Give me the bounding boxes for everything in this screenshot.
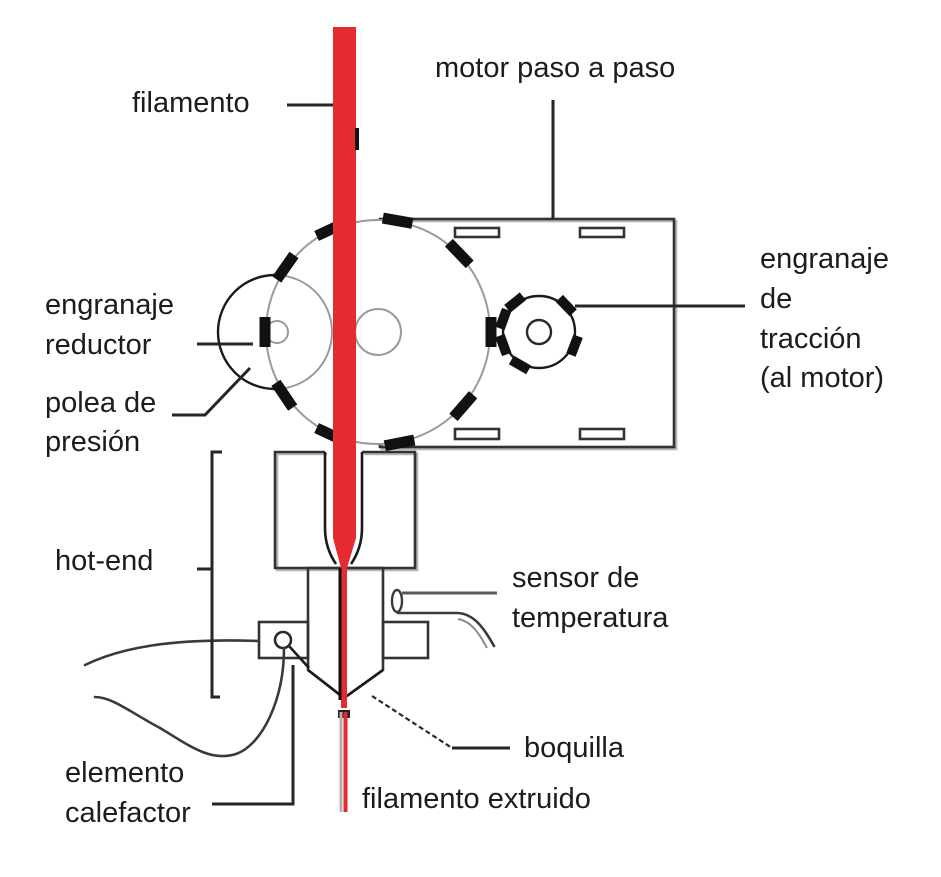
label-hot-end: hot-end <box>55 545 153 577</box>
heater-link <box>288 645 310 669</box>
gear-tooth <box>508 355 532 375</box>
leader-heating-element <box>212 665 295 806</box>
motor-slot <box>578 427 626 441</box>
label-nozzle: boquilla <box>524 732 625 764</box>
sensor-bulb <box>390 588 404 614</box>
gear-tooth <box>566 334 583 357</box>
gear-tooth <box>555 294 577 317</box>
label-pressure-pulley-line1: polea de <box>45 387 156 419</box>
gear-tooth <box>381 212 414 229</box>
drive-gear <box>495 292 583 375</box>
motor-slot <box>453 226 501 239</box>
leader-pressure-pulley <box>172 366 252 417</box>
temperature-sensor <box>390 588 497 649</box>
gear-tooth <box>485 317 497 347</box>
label-drive-gear-line3: tracción <box>760 323 862 355</box>
sensor-cable-inner <box>457 618 488 649</box>
label-reduction-gear-line2: reductor <box>45 329 152 361</box>
filament-marker <box>355 128 359 150</box>
filament-channel-right <box>349 452 364 565</box>
hot-end-bracket <box>210 450 222 699</box>
filament-channel-left <box>323 452 338 565</box>
gear-tooth <box>449 391 478 422</box>
motor-slot <box>578 226 626 239</box>
heater-wire-1 <box>83 639 261 667</box>
gear-tooth <box>271 379 298 411</box>
label-temperature-sensor-line1: sensor de <box>512 562 639 594</box>
gear-tooth <box>495 333 512 357</box>
reduction-gear <box>259 212 497 452</box>
drive-gear-rim <box>501 294 577 370</box>
heater-wire-2 <box>93 646 286 758</box>
label-drive-gear-line1: engranaje <box>760 243 889 275</box>
drive-gear-hub <box>525 318 553 346</box>
label-filament: filamento <box>132 87 250 119</box>
label-extruded-filament: filamento extruido <box>362 783 591 815</box>
sensor-cable <box>396 611 496 648</box>
label-heating-element-line2: calefactor <box>65 797 191 829</box>
heater-block-right <box>381 620 430 660</box>
gear-tooth <box>444 238 474 269</box>
label-temperature-sensor-line2: temperatura <box>512 602 669 634</box>
label-drive-gear-line4: (al motor) <box>760 362 884 394</box>
gear-tooth <box>504 292 527 313</box>
heating-element-icon <box>273 630 293 650</box>
label-drive-gear-line2: de <box>760 283 792 315</box>
label-heating-element-line1: elemento <box>65 757 184 789</box>
leader-nozzle-dashed <box>371 695 453 749</box>
gear-tooth <box>383 434 416 452</box>
motor-slot <box>453 427 501 441</box>
gear-tooth <box>495 307 512 331</box>
label-reduction-gear-line1: engranaje <box>45 289 174 321</box>
gear-tooth <box>259 317 271 347</box>
filament <box>333 27 356 708</box>
drive-gear-teeth <box>495 292 583 375</box>
label-pressure-pulley-line2: presión <box>45 426 140 458</box>
gear-tooth <box>272 251 299 283</box>
label-stepper-motor: motor paso a paso <box>435 52 675 84</box>
